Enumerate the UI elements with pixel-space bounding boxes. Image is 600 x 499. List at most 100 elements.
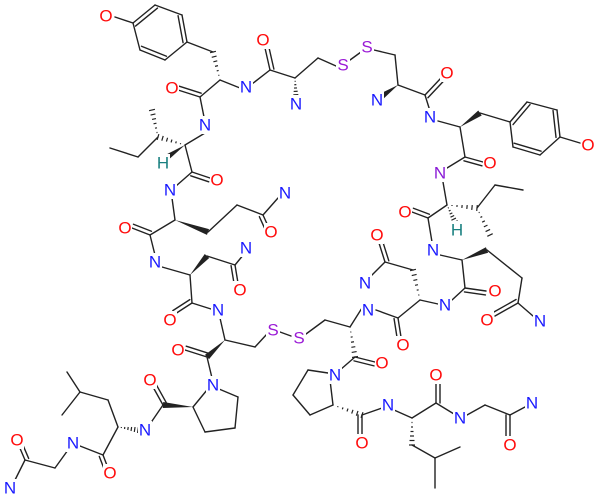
single-bond <box>219 317 226 341</box>
hashed-bond <box>409 268 420 296</box>
atom-nitrogen: N <box>454 409 466 428</box>
single-bond <box>526 101 558 111</box>
atom-oxygen: O <box>264 223 277 242</box>
hash-mark <box>451 217 457 221</box>
single-bond <box>349 51 362 61</box>
atom-label-background <box>483 154 497 172</box>
atom-label-background <box>66 434 80 452</box>
double-bond <box>190 175 210 183</box>
atom-nitrogen: N <box>207 376 219 395</box>
atom-label-background <box>278 184 292 202</box>
double-bond <box>268 46 275 70</box>
hashed-bond <box>451 204 478 212</box>
single-bond <box>466 404 486 416</box>
atom-oxygen: O <box>256 31 269 50</box>
single-bond <box>262 197 279 216</box>
atom-label-background <box>292 329 306 347</box>
single-bond <box>191 302 212 310</box>
single-bond <box>411 402 437 419</box>
single-bond <box>486 249 523 279</box>
single-bond <box>292 369 309 396</box>
single-bond <box>393 409 413 419</box>
atom-label-background <box>360 38 374 56</box>
double-bond <box>181 14 188 43</box>
double-bond <box>191 171 211 179</box>
atom-label-background <box>99 7 113 25</box>
double-bond <box>552 109 557 139</box>
double-bond <box>556 109 561 138</box>
atom-nitrogen: N <box>240 78 252 97</box>
hashed-bond <box>120 426 140 434</box>
atom-label-background <box>239 78 253 96</box>
atom-label-background <box>165 79 179 97</box>
atom-label-background <box>118 219 132 237</box>
single-bond <box>373 49 396 56</box>
single-bond <box>517 277 523 304</box>
single-bond <box>434 446 461 459</box>
single-bond <box>370 261 386 277</box>
atom-oxygen: O <box>118 219 131 238</box>
double-bond <box>378 242 386 263</box>
hash-mark <box>355 410 359 416</box>
single-bond <box>397 299 421 319</box>
hash-mark <box>150 113 156 116</box>
atom-nitrogen: N <box>424 108 436 127</box>
hash-mark <box>151 117 157 121</box>
hash-mark <box>214 65 219 67</box>
hash-mark <box>351 409 354 414</box>
hash-mark <box>481 220 486 223</box>
single-bond <box>539 136 561 156</box>
double-bond <box>492 298 517 314</box>
atom-label-background <box>426 241 440 259</box>
single-bond <box>339 356 356 371</box>
single-bond <box>397 84 426 96</box>
single-bond <box>186 41 214 53</box>
atom-nitrogen: N <box>164 181 176 200</box>
atom-oxygen: O <box>398 203 411 222</box>
single-bond <box>317 57 337 67</box>
atom-label-background <box>211 301 225 319</box>
atom-label-background <box>163 311 177 329</box>
hash-mark <box>165 137 169 142</box>
single-bond <box>199 96 205 118</box>
single-bond <box>329 379 334 406</box>
atom-nitrogen: N <box>371 91 383 110</box>
single-bond <box>427 204 448 219</box>
single-bond <box>102 426 119 456</box>
atom-label-background <box>171 341 185 359</box>
hash-mark <box>485 228 491 233</box>
atom-label-background <box>438 296 452 314</box>
single-bond <box>192 389 208 408</box>
single-bond <box>218 388 239 398</box>
single-bond <box>199 79 221 98</box>
wedge-bond <box>460 110 482 127</box>
atom-label-background <box>143 371 157 389</box>
atom-oxygen: O <box>429 366 442 385</box>
atom-sulfur: S <box>337 56 348 75</box>
single-bond <box>269 69 296 79</box>
hash-mark <box>483 224 488 228</box>
single-bond <box>375 309 399 319</box>
atom-label-background <box>3 479 17 497</box>
double-bond <box>509 101 528 123</box>
atom-nitrogen: N <box>359 274 371 293</box>
single-bond <box>207 204 238 233</box>
single-bond <box>461 259 466 289</box>
double-bond <box>185 345 209 354</box>
atom-nitrogen: N <box>382 396 394 415</box>
hashed-bond <box>209 50 220 77</box>
atom-label-background <box>256 31 270 49</box>
atom-oxygen: O <box>440 64 453 83</box>
double-bond <box>140 45 168 57</box>
atom-label-background <box>533 312 547 330</box>
double-bond <box>513 142 542 152</box>
atom-label-background <box>450 221 464 239</box>
atom-label-background <box>429 366 443 384</box>
double-bond <box>512 146 541 156</box>
double-bond <box>464 287 487 292</box>
atom-nitrogen: N <box>534 312 546 331</box>
atom-nitrogen: N <box>362 301 374 320</box>
atom-label-background <box>525 394 539 412</box>
single-bond <box>114 16 134 24</box>
atom-hydrogen: H <box>157 154 169 173</box>
